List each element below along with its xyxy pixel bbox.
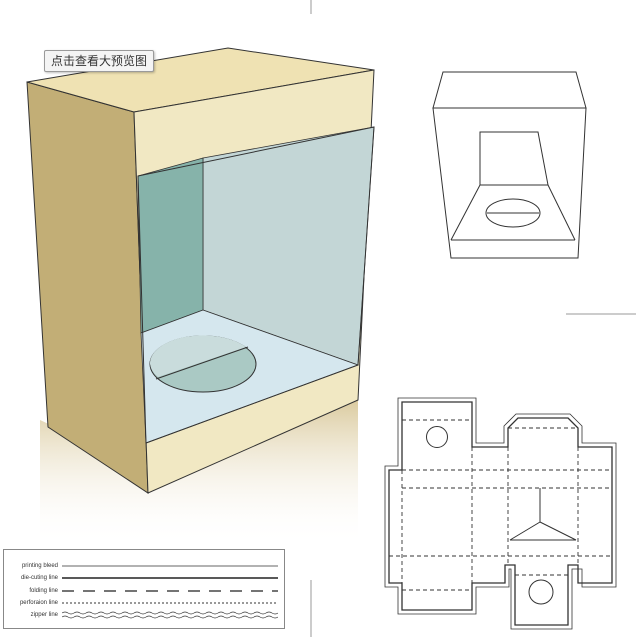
dieline-hole-top <box>426 426 448 448</box>
dieline-window <box>509 488 577 541</box>
floor-hole-divider <box>155 346 249 380</box>
legend-item-folding: folding line <box>4 585 284 597</box>
dieline <box>384 397 617 630</box>
view-large-preview-tooltip[interactable]: 点击查看大预览图 <box>44 50 155 72</box>
legend-label: printing bleed <box>21 563 58 569</box>
box-line-drawing <box>432 71 587 259</box>
solid-thick-line-sample <box>62 577 278 579</box>
dieline-outline <box>388 401 613 626</box>
frame-marks <box>310 0 636 637</box>
legend-label: die-cuting line <box>20 575 58 581</box>
legend-item-printing-bleed: printing bleed <box>4 560 284 572</box>
legend-item-zipper: zipper line <box>4 609 284 621</box>
dieline-hole-bottom <box>528 579 554 605</box>
line-type-legend: printing bleed die-cuting line folding l… <box>3 549 285 629</box>
legend-label: folding line <box>29 588 58 594</box>
solid-thin-line-sample <box>62 565 278 567</box>
legend-item-perforation: perforaion line <box>4 597 284 609</box>
window-left-wall <box>137 157 204 334</box>
box-3d-illustration <box>26 47 375 545</box>
zipper-line-sample <box>62 611 278 619</box>
legend-label: perforaion line <box>19 600 58 606</box>
legend-label: zipper line <box>30 612 58 618</box>
legend-item-die-cutting: die-cuting line <box>4 572 284 584</box>
dieline-folds <box>389 419 612 591</box>
dotted-line-sample <box>62 602 278 604</box>
window-opening <box>137 126 375 444</box>
ground-shadow <box>40 400 358 545</box>
dashed-line-sample <box>62 590 278 592</box>
